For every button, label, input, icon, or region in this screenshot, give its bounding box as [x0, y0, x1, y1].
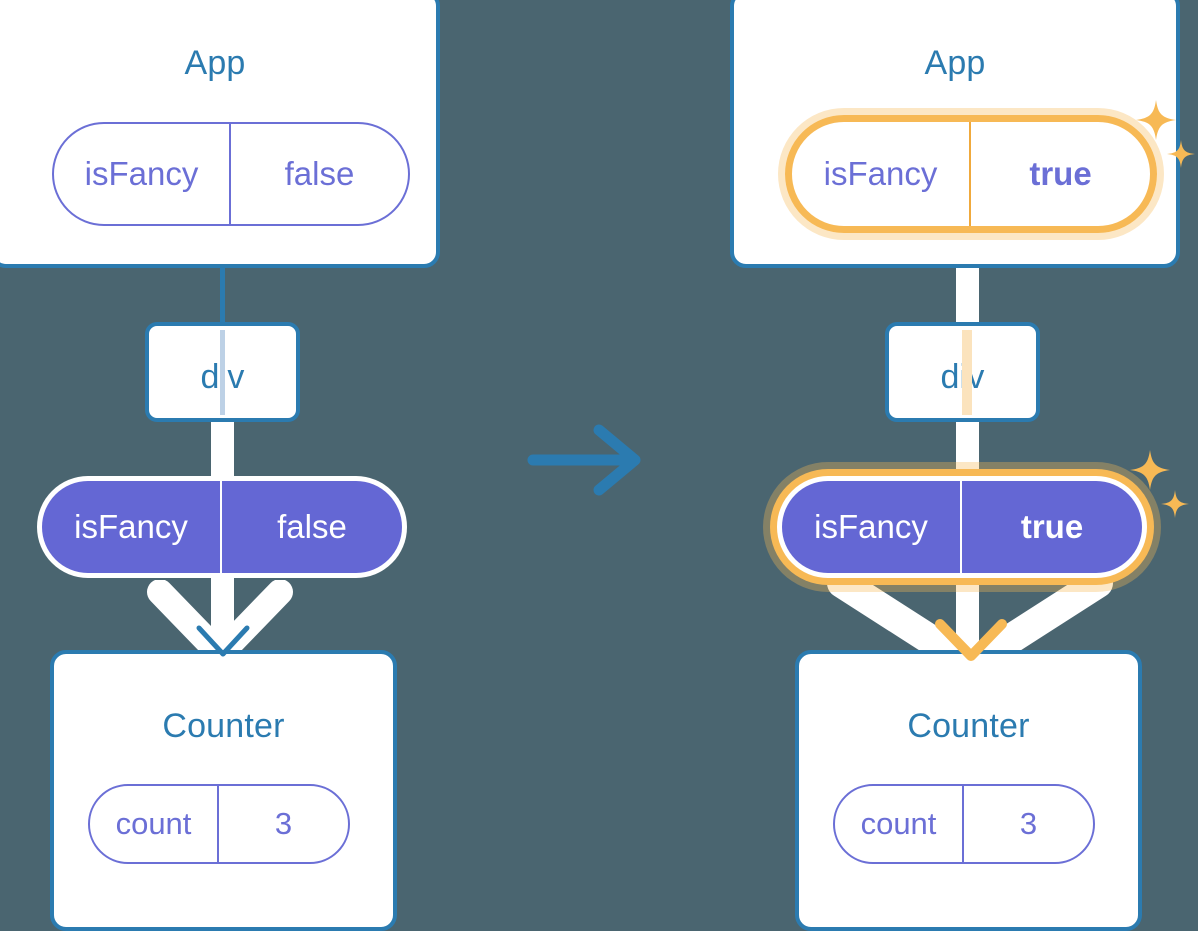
- state-pill-key: isFancy: [792, 122, 971, 226]
- state-pill-count-counter[interactable]: count 3: [88, 784, 350, 864]
- prop-pill-value: false: [277, 508, 347, 545]
- panel-before: App isFancy false div isFancy false Coun…: [0, 0, 458, 931]
- state-pill-value: true: [1029, 155, 1092, 192]
- state-pill-key: count: [835, 786, 964, 862]
- connector-halo-prop-counter: [211, 560, 234, 665]
- component-title-counter: Counter: [162, 707, 285, 745]
- component-title-app: App: [184, 44, 246, 82]
- connector-halo-div-prop: [211, 418, 234, 490]
- state-pill-value: 3: [1019, 806, 1038, 841]
- component-title-counter: Counter: [907, 707, 1030, 745]
- state-pill-value: 3: [274, 806, 293, 841]
- connector-inside-div: [962, 330, 972, 415]
- connector-app-to-div: [220, 268, 225, 326]
- connector-halo-prop-counter: [956, 560, 979, 665]
- arrow-right-icon: [527, 424, 641, 496]
- prop-pill-key: isFancy: [42, 481, 222, 573]
- connector-halo-div-prop: [956, 418, 979, 493]
- state-pill-key: count: [90, 786, 219, 862]
- prop-pill-value: true: [1020, 508, 1084, 545]
- prop-pill-isfancy[interactable]: isFancy false: [42, 481, 402, 573]
- state-pill-key: isFancy: [54, 124, 231, 224]
- connector-inside-div: [220, 330, 225, 415]
- prop-pill-isfancy[interactable]: isFancy true: [782, 481, 1142, 573]
- panel-after: App isFancy true div isFancy true Counte…: [730, 0, 1198, 931]
- prop-pill-key: isFancy: [782, 481, 962, 573]
- state-pill-isfancy-app[interactable]: isFancy true: [785, 115, 1157, 233]
- state-pill-count-counter[interactable]: count 3: [833, 784, 1095, 864]
- component-title-app: App: [924, 44, 986, 82]
- state-pill-value: false: [284, 155, 355, 192]
- flow-arrowhead-icon: [935, 619, 1007, 661]
- state-pill-isfancy-app[interactable]: isFancy false: [52, 122, 410, 226]
- flow-arrowhead-icon: [196, 625, 250, 657]
